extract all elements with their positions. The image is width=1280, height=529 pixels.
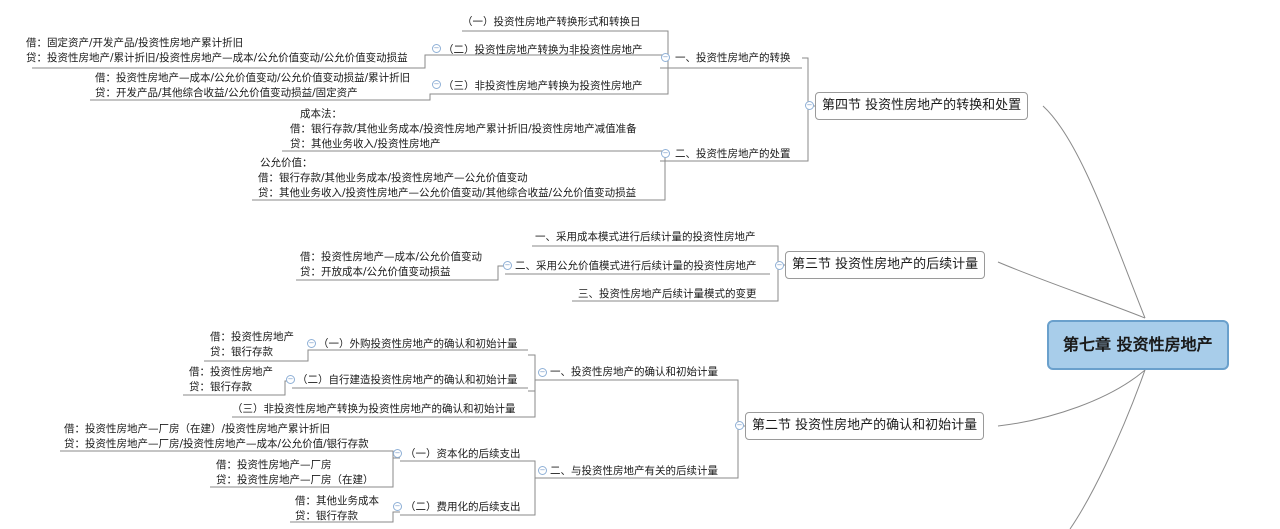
sec4-item2-note-credit: 贷：投资性房地产/累计折旧/投资性房地产—成本/公允价值变动/公允价值变动损益: [26, 52, 408, 64]
collapse-toggle-icon[interactable]: −: [775, 261, 784, 270]
sec4-cost-note-title: 成本法：: [300, 108, 342, 120]
sec2-item2-note-credit: 贷：银行存款: [189, 381, 252, 393]
collapse-toggle-icon[interactable]: −: [538, 466, 547, 475]
sec2-item-3[interactable]: （三）非投资性房地产转换为投资性房地产的确认和初始计量: [232, 403, 516, 415]
sec2-item-1[interactable]: （一）外购投资性房地产的确认和初始计量: [318, 338, 518, 350]
sec2-capex-note-credit: 贷：投资性房地产—厂房/投资性房地产—成本/公允价值/银行存款: [64, 438, 369, 450]
section-2-node[interactable]: 第二节 投资性房地产的确认和初始计量: [745, 412, 985, 440]
sec2-branch-recognition[interactable]: 一、投资性房地产的确认和初始计量: [550, 366, 718, 378]
sec3-item2-note-debit: 借：投资性房地产—成本/公允价值变动: [300, 251, 483, 263]
sec4-branch-disposal[interactable]: 二、投资性房地产的处置: [675, 148, 791, 160]
section-3-node[interactable]: 第三节 投资性房地产的后续计量: [785, 251, 986, 279]
collapse-toggle-icon[interactable]: −: [307, 339, 316, 348]
collapse-toggle-icon[interactable]: −: [735, 421, 744, 430]
sec2-capex-note2-credit: 贷：投资性房地产—厂房（在建）: [216, 474, 374, 486]
sec4-cost-note-credit: 贷：其他业务收入/投资性房地产: [290, 138, 441, 150]
sec3-item-1[interactable]: 一、采用成本模式进行后续计量的投资性房地产: [535, 231, 756, 243]
sec4-fair-note-credit: 贷：其他业务收入/投资性房地产—公允价值变动/其他综合收益/公允价值变动损益: [258, 187, 637, 199]
sec4-item-2[interactable]: （二）投资性房地产转换为非投资性房地产: [443, 44, 643, 56]
sec2-item1-note-debit: 借：投资性房地产: [210, 331, 294, 343]
collapse-toggle-icon[interactable]: −: [805, 101, 814, 110]
sec3-item2-note-credit: 贷：开放成本/公允价值变动损益: [300, 266, 451, 278]
sec2-branch-subsequent[interactable]: 二、与投资性房地产有关的后续计量: [550, 465, 718, 477]
collapse-toggle-icon[interactable]: −: [432, 44, 441, 53]
sec2-capex-note2-debit: 借：投资性房地产—厂房: [216, 459, 332, 471]
sec2-opex-note-credit: 贷：银行存款: [295, 510, 358, 522]
collapse-toggle-icon[interactable]: −: [538, 368, 547, 377]
root-node[interactable]: 第七章 投资性房地产: [1047, 320, 1229, 370]
sec4-fair-note-debit: 借：银行存款/其他业务成本/投资性房地产—公允价值变动: [258, 172, 528, 184]
sec2-capex-note-debit: 借：投资性房地产—厂房（在建）/投资性房地产累计折旧: [64, 423, 331, 435]
collapse-toggle-icon[interactable]: −: [286, 375, 295, 384]
sec4-cost-note-debit: 借：银行存款/其他业务成本/投资性房地产累计折旧/投资性房地产减值准备: [290, 123, 637, 135]
sec3-item-3[interactable]: 三、投资性房地产后续计量模式的变更: [578, 288, 757, 300]
sec2-item-2[interactable]: （二）自行建造投资性房地产的确认和初始计量: [297, 374, 518, 386]
sec4-item-3[interactable]: （三）非投资性房地产转换为投资性房地产: [443, 80, 643, 92]
collapse-toggle-icon[interactable]: −: [503, 261, 512, 270]
sec2-b2-item-2[interactable]: （二）费用化的后续支出: [405, 501, 521, 513]
sec4-item-1[interactable]: （一）投资性房地产转换形式和转换日: [462, 16, 641, 28]
sec2-b2-item-1[interactable]: （一）资本化的后续支出: [405, 448, 521, 460]
sec2-item2-note-debit: 借：投资性房地产: [189, 366, 273, 378]
collapse-toggle-icon[interactable]: −: [661, 53, 670, 62]
collapse-toggle-icon[interactable]: −: [432, 80, 441, 89]
collapse-toggle-icon[interactable]: −: [661, 149, 670, 158]
sec4-item3-note-debit: 借：投资性房地产—成本/公允价值变动/公允价值变动损益/累计折旧: [95, 72, 411, 84]
sec2-opex-note-debit: 借：其他业务成本: [295, 495, 379, 507]
sec4-item3-note-credit: 贷：开发产品/其他综合收益/公允价值变动损益/固定资产: [95, 87, 358, 99]
sec4-item2-note-debit: 借：固定资产/开发产品/投资性房地产累计折旧: [26, 37, 244, 49]
sec4-branch-transfer[interactable]: 一、投资性房地产的转换: [675, 52, 791, 64]
sec4-fair-note-title: 公允价值：: [260, 157, 313, 169]
sec3-item-2[interactable]: 二、采用公允价值模式进行后续计量的投资性房地产: [515, 260, 757, 272]
section-4-node[interactable]: 第四节 投资性房地产的转换和处置: [815, 92, 1029, 120]
collapse-toggle-icon[interactable]: −: [393, 449, 402, 458]
collapse-toggle-icon[interactable]: −: [393, 502, 402, 511]
sec2-item1-note-credit: 贷：银行存款: [210, 346, 273, 358]
